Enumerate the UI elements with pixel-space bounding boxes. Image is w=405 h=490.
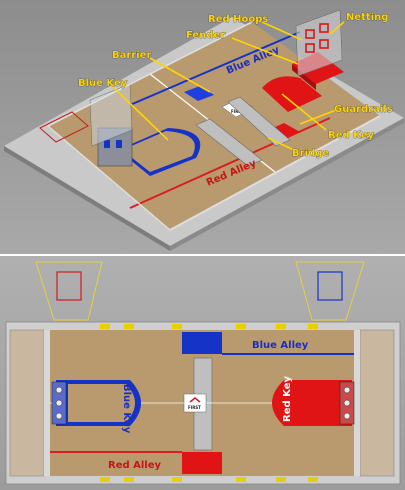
right-station-area bbox=[360, 330, 394, 476]
callout-red-hoops: Red Hoops bbox=[208, 14, 268, 25]
red-barrier-bottom bbox=[182, 452, 222, 474]
blue-hoop-top-2 bbox=[56, 400, 62, 406]
blue-hoop-top-3 bbox=[56, 413, 62, 419]
callout-barrier: Barrier bbox=[112, 50, 151, 61]
callout-blue-key: Blue Key bbox=[78, 78, 128, 89]
top-blue-alley-label: Blue Alley bbox=[252, 340, 309, 351]
callout-netting: Netting bbox=[346, 12, 388, 23]
callout-fender: Fender bbox=[186, 30, 225, 41]
red-hoop-top-2 bbox=[344, 400, 350, 406]
callout-bridge: Bridge bbox=[292, 148, 329, 159]
red-hoop-top-1 bbox=[344, 387, 350, 393]
red-hoop-top-3 bbox=[344, 413, 350, 419]
blue-hoop-a bbox=[104, 140, 110, 148]
blue-hoop-top-1 bbox=[56, 387, 62, 393]
blue-hoop-b bbox=[116, 140, 122, 148]
callout-guardrails: Guardrails bbox=[334, 104, 393, 115]
view-divider bbox=[0, 254, 405, 256]
perspective-view: FIRST Blue Alley Red Alley bbox=[0, 0, 405, 254]
top-logo-text: FIRST bbox=[188, 405, 201, 410]
left-station-area bbox=[10, 330, 44, 476]
top-view: Blue Alley Red Alley FIRST Blue Key Red … bbox=[0, 256, 405, 490]
top-red-alley-label: Red Alley bbox=[108, 460, 161, 471]
top-blue-key-label: Blue Key bbox=[121, 384, 132, 434]
top-red-key-label: Red Key bbox=[282, 376, 293, 422]
callout-red-key: Red Key bbox=[328, 130, 374, 141]
blue-barrier-top bbox=[182, 332, 222, 354]
left-wall bbox=[44, 330, 50, 476]
right-wall bbox=[354, 330, 360, 476]
